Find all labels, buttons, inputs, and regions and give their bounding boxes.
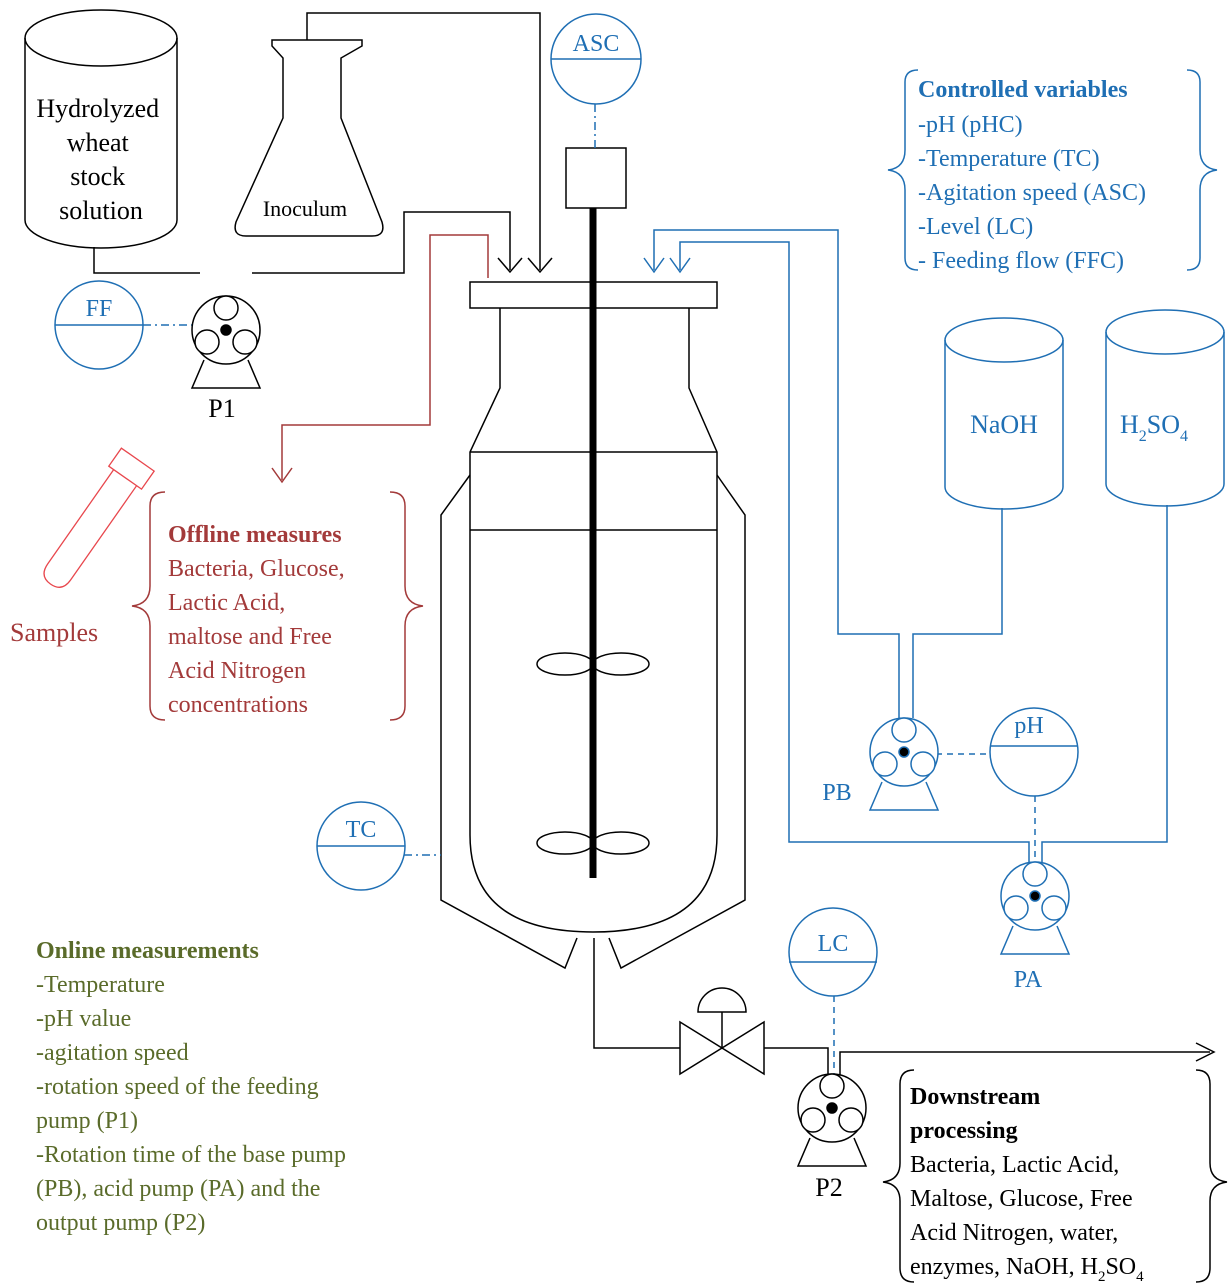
online-line: -Temperature (36, 972, 165, 998)
downstream-title-1: Downstream (910, 1084, 1040, 1110)
sample-tube (43, 447, 156, 588)
pb-label: PB (822, 780, 851, 806)
h2so4-tank (1105, 309, 1225, 507)
offline-measures-braces (131, 491, 424, 721)
controlled-item: -pH (pHC) (918, 112, 1023, 138)
inoculum-flask (234, 39, 384, 237)
asc-label: ASC (573, 31, 620, 57)
controlled-variables-braces (887, 69, 1218, 271)
ff-label: FF (86, 296, 113, 322)
controlled-item: -Agitation speed (ASC) (918, 180, 1146, 206)
controlled-item: -Temperature (TC) (918, 146, 1100, 172)
pump-p1 (190, 295, 262, 389)
tc-instrument (316, 801, 406, 891)
asc-instrument (550, 13, 642, 105)
naoh-label: NaOH (970, 410, 1038, 439)
control-valve (679, 987, 765, 1076)
wheat-tank-label-4: solution (59, 196, 143, 225)
offline-title: Offline measures (168, 522, 342, 548)
downstream-braces (882, 1069, 1228, 1283)
signal-lines-dashed (833, 753, 1036, 1075)
offline-line: concentrations (168, 692, 308, 718)
pa-label: PA (1014, 967, 1043, 993)
wheat-tank-label-1: Hydrolyzed (36, 94, 159, 123)
signal-lines (143, 104, 596, 856)
controlled-variables-title: Controlled variables (918, 77, 1128, 103)
pump-p2 (796, 1073, 868, 1167)
feed-piping (93, 12, 1216, 1075)
pump-pb (868, 717, 940, 811)
downstream-processing-text: Downstream processing Bacteria, Lactic A… (910, 1084, 1139, 1246)
online-line: -Rotation time of the base pump (36, 1142, 346, 1168)
online-line: pump (P1) (36, 1108, 138, 1134)
tc-label: TC (346, 817, 377, 843)
online-line: -pH value (36, 1006, 131, 1032)
offline-line: maltose and Free (168, 624, 332, 650)
samples-label: Samples (10, 618, 98, 647)
agitator (536, 147, 650, 878)
pump-pa (999, 861, 1071, 955)
online-line: (PB), acid pump (PA) and the (36, 1176, 320, 1202)
ph-label: pH (1014, 713, 1043, 739)
acid-base-piping (643, 229, 1168, 862)
online-line: -agitation speed (36, 1040, 189, 1066)
sample-line (271, 234, 489, 484)
downstream-line: Maltose, Glucose, Free (910, 1186, 1133, 1212)
wheat-tank-label-3: stock (70, 162, 125, 191)
downstream-last-line: enzymes, NaOH, H2SO4 (910, 1254, 1144, 1285)
online-measurements-text: Online measurements -Temperature -pH val… (36, 938, 352, 1236)
online-line: output pump (P2) (36, 1210, 205, 1236)
inoculum-label: Inoculum (263, 196, 347, 221)
lc-instrument (788, 907, 878, 997)
h2so4-label: H2SO4 (1120, 410, 1188, 445)
controlled-item: -Level (LC) (918, 214, 1033, 240)
ph-instrument (989, 707, 1079, 797)
p1-label: P1 (208, 394, 235, 423)
naoh-tank (944, 317, 1064, 510)
lc-label: LC (818, 931, 849, 957)
downstream-line: Bacteria, Lactic Acid, (910, 1152, 1119, 1178)
offline-line: Lactic Acid, (168, 590, 285, 616)
svg-text:Hydrolyzed wheat stock: Hydrolyzed wheat stock solution (36, 94, 165, 225)
wheat-stock-tank (24, 9, 178, 249)
online-title: Online measurements (36, 938, 259, 964)
ff-instrument (54, 280, 144, 370)
p2-label: P2 (815, 1173, 842, 1202)
online-line: -rotation speed of the feeding (36, 1074, 319, 1100)
wheat-tank-label-2: wheat (67, 128, 130, 157)
offline-measures-text: Offline measures Bacteria, Glucose, Lact… (168, 522, 351, 718)
downstream-line: Acid Nitrogen, water, (910, 1220, 1118, 1246)
controlled-variables-text: Controlled variables -pH (pHC) -Temperat… (918, 77, 1152, 274)
offline-line: Acid Nitrogen (168, 658, 306, 684)
controlled-item: - Feeding flow (FFC) (918, 248, 1124, 274)
offline-line: Bacteria, Glucose, (168, 556, 345, 582)
downstream-title-2: processing (910, 1118, 1018, 1144)
